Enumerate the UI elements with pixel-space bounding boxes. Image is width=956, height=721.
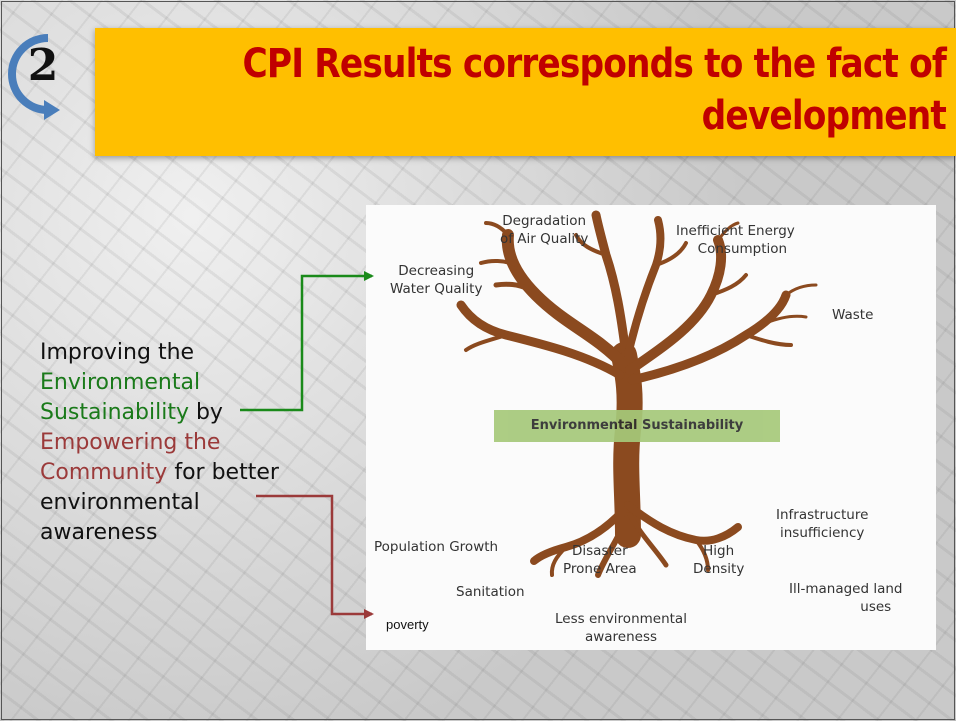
statement-by: by [188, 400, 223, 425]
statement-sustainability: Sustainability [40, 400, 189, 425]
statement-community: Community [40, 460, 168, 485]
slide-title-line2: development [701, 93, 947, 139]
label-infrastructure: Infrastructure insufficiency [776, 507, 869, 541]
circular-arrow-icon [8, 34, 60, 120]
label-population-growth: Population Growth [374, 539, 499, 555]
maroon-connector-arrow [256, 494, 374, 619]
green-connector-arrow [240, 271, 374, 412]
trunk-banner: Environmental Sustainability [494, 410, 780, 442]
statement-for-better: for better [167, 460, 279, 485]
tree-root-right2 [627, 512, 669, 568]
statement-text: Improving the Environmental Sustainabili… [40, 338, 340, 548]
label-land-uses: Ill-managed land uses [789, 581, 903, 615]
slide-title: CPI Results corresponds to the fact of d… [241, 38, 947, 142]
label-high-density: High Density [693, 543, 745, 577]
slide-number: 2 [27, 40, 59, 91]
tree-branch-right-low [627, 290, 791, 385]
statement-awareness: awareness [40, 520, 158, 545]
slide-number-badge: 2 [4, 30, 94, 120]
tree-root-left2 [595, 512, 631, 578]
statement-empowering: Empowering the [40, 430, 221, 455]
statement-environmental: Environmental [40, 370, 201, 395]
statement-environmental-lower: environmental [40, 490, 200, 515]
tree-branch-right [625, 235, 727, 375]
tree-branch-left-low [456, 300, 625, 380]
title-bar: CPI Results corresponds to the fact of d… [95, 28, 956, 156]
label-water-quality: Decreasing Water Quality [390, 263, 483, 297]
statement-part1: Improving the [40, 340, 195, 365]
label-air-quality: Degradation of Air Quality [500, 213, 589, 247]
label-sanitation: Sanitation [456, 584, 525, 600]
label-energy: Inefficient Energy Consumption [676, 223, 795, 257]
label-waste: Waste [832, 307, 874, 323]
label-less-awareness: Less environmental awareness [555, 611, 687, 645]
label-poverty: poverty [386, 617, 429, 632]
tree-branch-mid [591, 210, 631, 360]
slide-title-line1: CPI Results corresponds to the fact of [242, 41, 947, 87]
label-disaster-prone: Disaster Prone Area [563, 543, 637, 577]
